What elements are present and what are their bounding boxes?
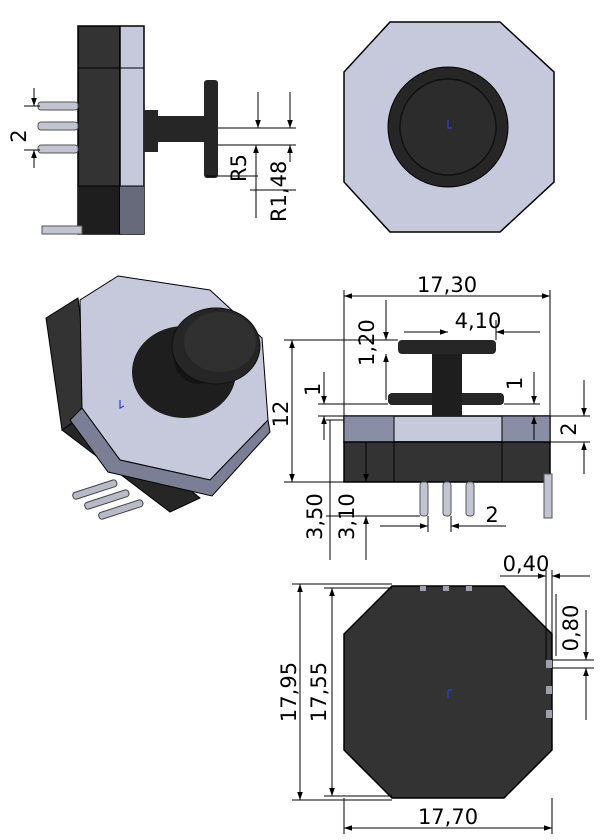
side-pin-3 (37, 144, 79, 154)
front-knob-shaft (432, 352, 462, 416)
iso-pin-2 (84, 489, 130, 510)
dim-front-gap-left: 1 (301, 383, 325, 396)
front-pin-3 (465, 481, 475, 517)
front-pin-2 (442, 481, 452, 517)
front-plate-shade-left (343, 415, 395, 443)
side-foot (41, 225, 83, 235)
origin-mark (447, 120, 452, 129)
side-plate-shade (120, 186, 144, 234)
dim-side-pin-pitch: 2 (7, 129, 31, 142)
dim-front-knob-thickness: 4,10 (455, 309, 502, 333)
dim-side-radius-knob: R5 (227, 154, 251, 182)
bottom-origin-mark (447, 689, 452, 698)
front-view: 17,30 4,10 1,20 12 1 1 2 3,50 3,10 (269, 273, 590, 560)
dim-front-gap-right: 1 (503, 377, 527, 390)
side-view: 2 R5 R1,48 (7, 25, 296, 235)
top-view (343, 21, 555, 233)
dim-front-pin-inner: 3,10 (335, 493, 359, 540)
side-pin-1 (37, 101, 79, 111)
dim-bottom-height-inner: 17,55 (307, 662, 331, 722)
iso-pin-1 (72, 479, 118, 500)
front-foot (543, 473, 553, 519)
front-knob-cap (398, 340, 496, 354)
dim-bottom-tab-offset: 0,40 (503, 552, 550, 576)
dim-front-height: 12 (269, 401, 293, 428)
side-knob-cap (204, 80, 218, 178)
dim-bottom-tab-size: 0,80 (559, 605, 583, 652)
side-body-lower (78, 186, 120, 234)
iso-origin-mark (119, 400, 125, 409)
iso-pin-3 (98, 499, 144, 520)
bottom-side-tab-3 (546, 710, 552, 718)
bottom-tab-2 (443, 586, 449, 591)
bottom-view: 17,95 17,55 17,70 0,40 0,80 (277, 552, 594, 834)
bottom-tab-3 (466, 586, 472, 591)
dim-front-width: 17,30 (417, 273, 477, 297)
bottom-side-tab-1 (546, 660, 552, 668)
front-pin-1 (419, 481, 429, 517)
dim-front-flange: 1,20 (355, 319, 379, 366)
dim-side-radius-fillet: R1,48 (267, 161, 291, 222)
dim-front-pin-length: 3,50 (303, 493, 327, 540)
iso-side-face (69, 407, 271, 497)
iso-knob-cap-face (184, 312, 256, 372)
front-body (343, 441, 551, 483)
bottom-tab-1 (420, 586, 426, 591)
dim-front-plate: 2 (557, 422, 581, 435)
bottom-side-tab-2 (546, 686, 552, 694)
dim-bottom-height-outer: 17,95 (277, 662, 301, 722)
dim-front-pin-pitch: 2 (485, 503, 498, 527)
side-knob-flange (144, 110, 158, 152)
side-pin-2 (37, 121, 79, 131)
side-knob-shaft (158, 116, 206, 142)
dim-bottom-width: 17,70 (418, 805, 478, 829)
front-plate-shade-right (501, 415, 551, 443)
isometric-view (45, 275, 271, 520)
